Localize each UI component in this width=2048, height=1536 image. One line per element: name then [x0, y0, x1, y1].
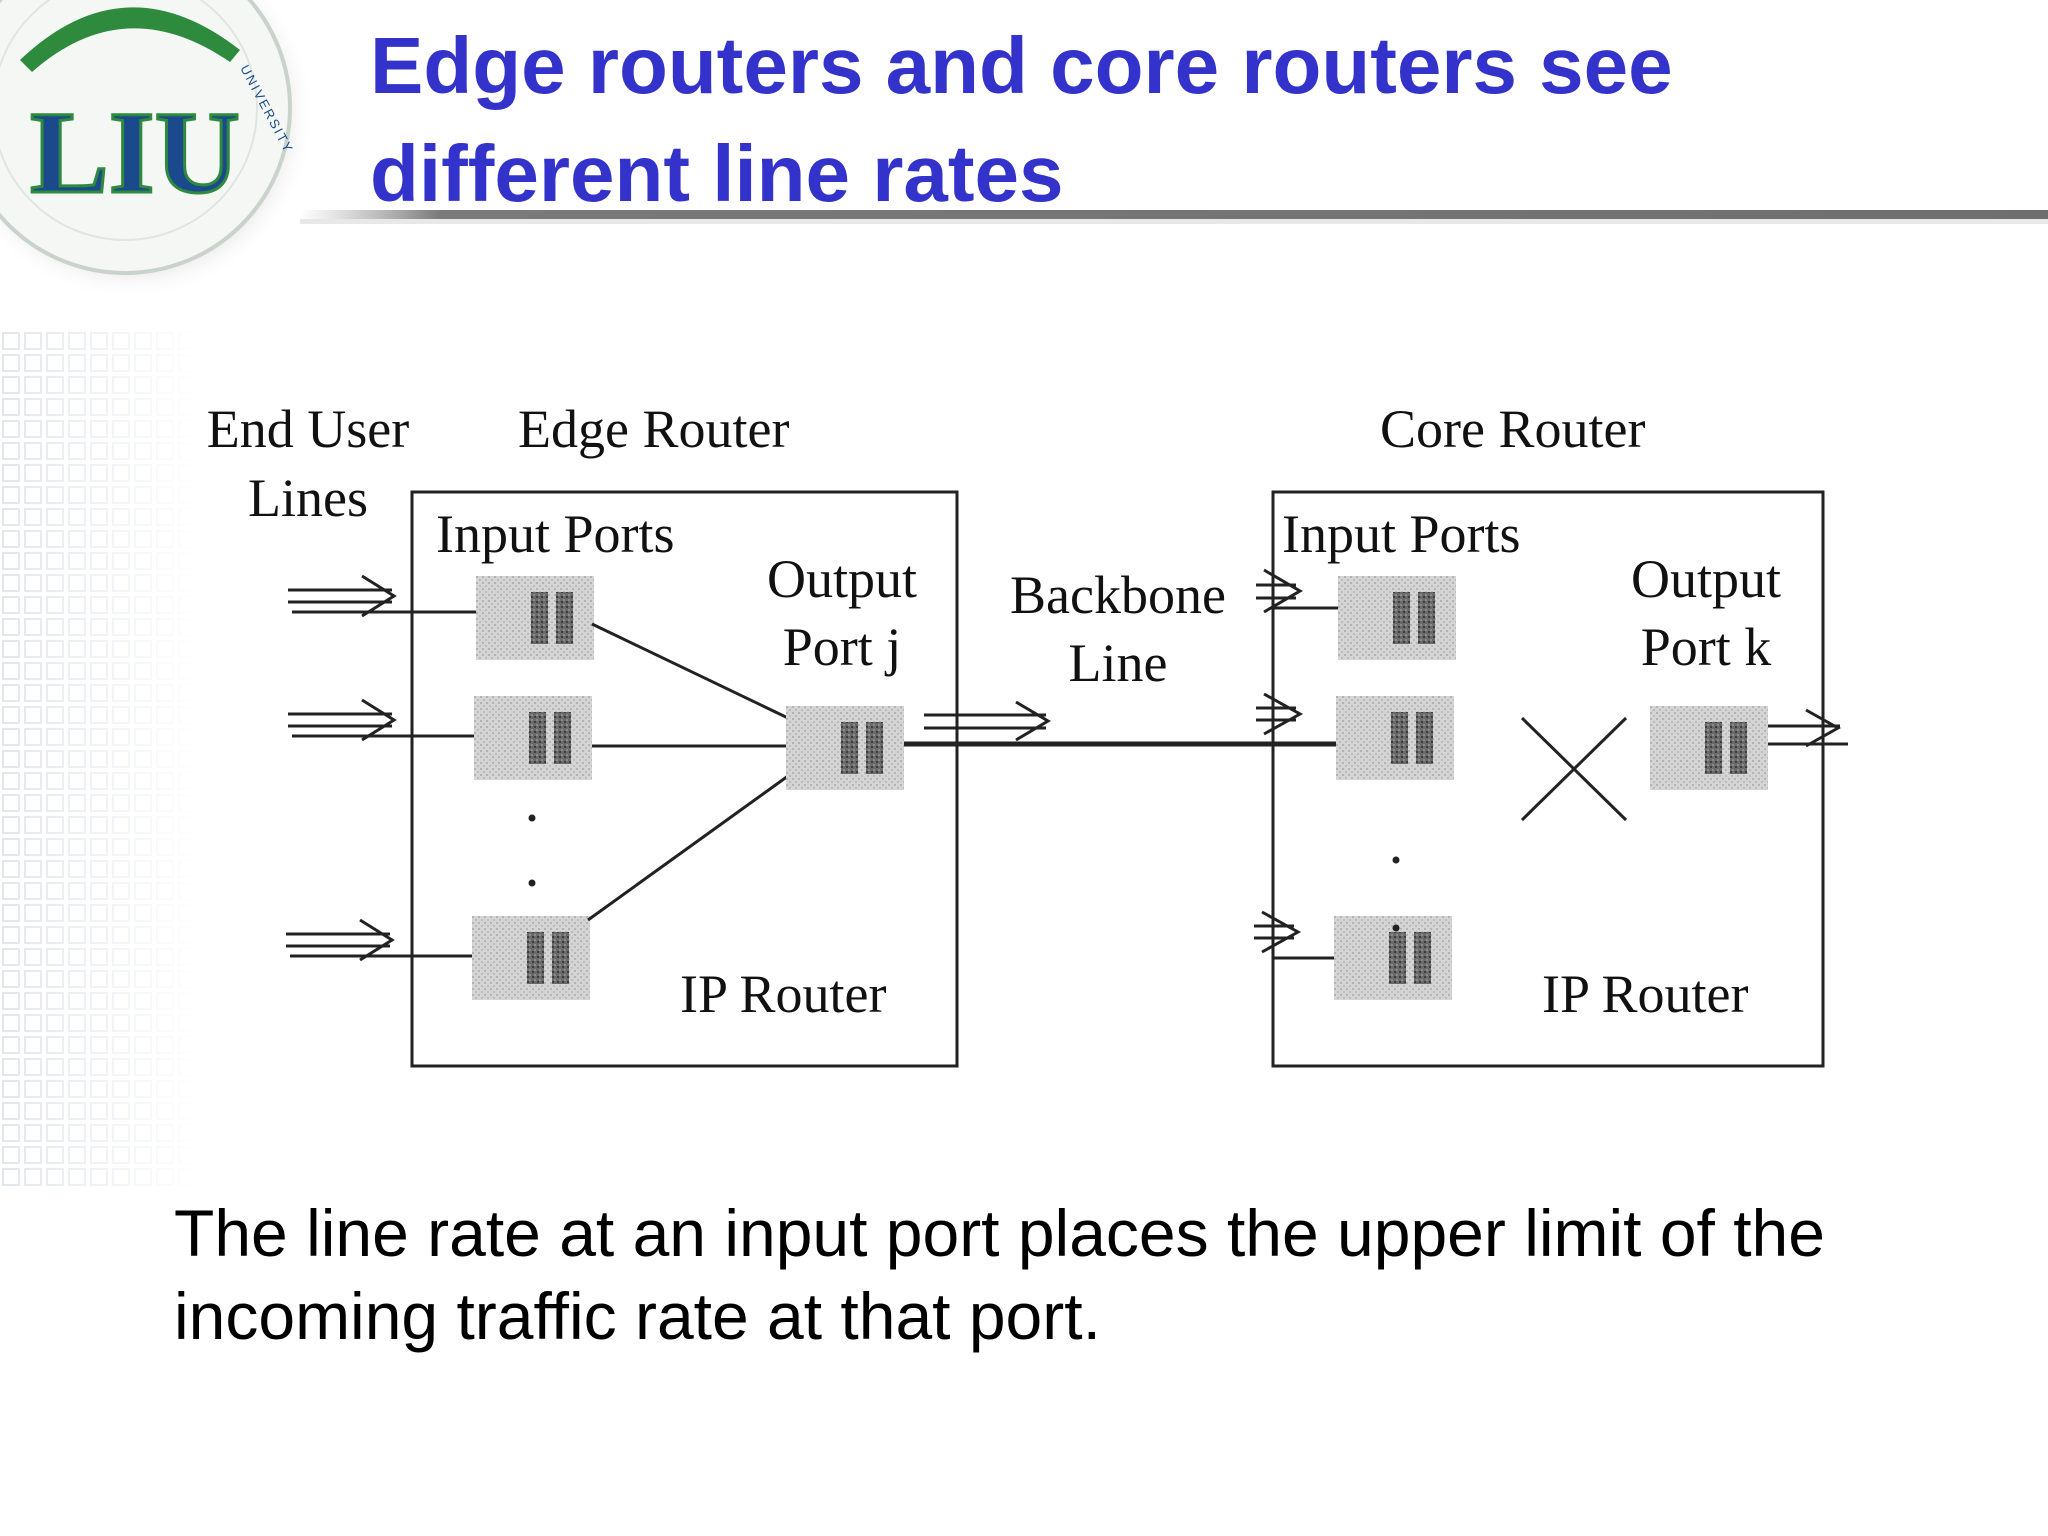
core-input-arrow [1254, 910, 1336, 960]
ellipsis-dot [1392, 856, 1400, 864]
core-output-port-label-2: Port k [1641, 617, 1772, 677]
backbone-line-label-1: Backbone [1010, 565, 1226, 625]
core-input-port [1338, 576, 1456, 660]
backbone-line-label-2: Line [1069, 633, 1168, 693]
core-router-title: Core Router [1380, 399, 1645, 459]
edge-output-port-label-2: Port j [783, 617, 902, 677]
edge-input-port [476, 576, 594, 660]
router-diagram: End User Lines Edge Router Core Router I… [207, 399, 1848, 1068]
title-line-1: Edge routers and core routers see [370, 21, 1673, 110]
edge-fabric-lines [587, 622, 789, 922]
edge-output-port-j [786, 706, 904, 790]
core-input-arrow [1256, 692, 1304, 736]
core-input-arrow [1256, 568, 1338, 614]
edge-ip-router-label: IP Router [680, 964, 886, 1024]
title-line-2: different line rates [370, 129, 1064, 218]
core-ip-router-label: IP Router [1542, 964, 1748, 1024]
liu-logo: LIU UNIVERSITY [0, 0, 315, 300]
edge-input-port [474, 696, 592, 780]
end-user-line-arrow [288, 698, 476, 742]
ellipsis-dot [528, 814, 536, 822]
background-grid-decoration [0, 330, 200, 1190]
ellipsis-dot [528, 879, 536, 887]
core-input-port [1336, 696, 1454, 780]
ellipsis-dot [1392, 924, 1400, 932]
logo-text: LIU [30, 87, 240, 218]
core-output-arrow [1768, 708, 1848, 748]
edge-output-port-label-1: Output [767, 549, 917, 609]
end-user-lines-label-1: End User [207, 399, 409, 459]
core-switch-fabric-cross [1520, 716, 1628, 822]
core-input-ports-label: Input Ports [1282, 504, 1521, 564]
core-router-box [1271, 490, 1825, 1068]
end-user-lines-label-2: Lines [248, 468, 368, 528]
end-user-line-arrow [288, 574, 476, 618]
edge-router-box [410, 490, 959, 1068]
title-underline [300, 210, 2048, 224]
slide-caption: The line rate at an input port places th… [174, 1196, 1825, 1353]
edge-input-ports-label: Input Ports [436, 504, 675, 564]
edge-router-title: Edge Router [518, 399, 789, 459]
edge-input-port [472, 916, 590, 1000]
slide-title: Edge routers and core routers see differ… [370, 12, 2010, 228]
backbone-line [904, 700, 1338, 747]
core-output-port-label-1: Output [1631, 549, 1781, 609]
end-user-line-arrow [286, 918, 474, 962]
core-output-port-k [1650, 706, 1768, 790]
